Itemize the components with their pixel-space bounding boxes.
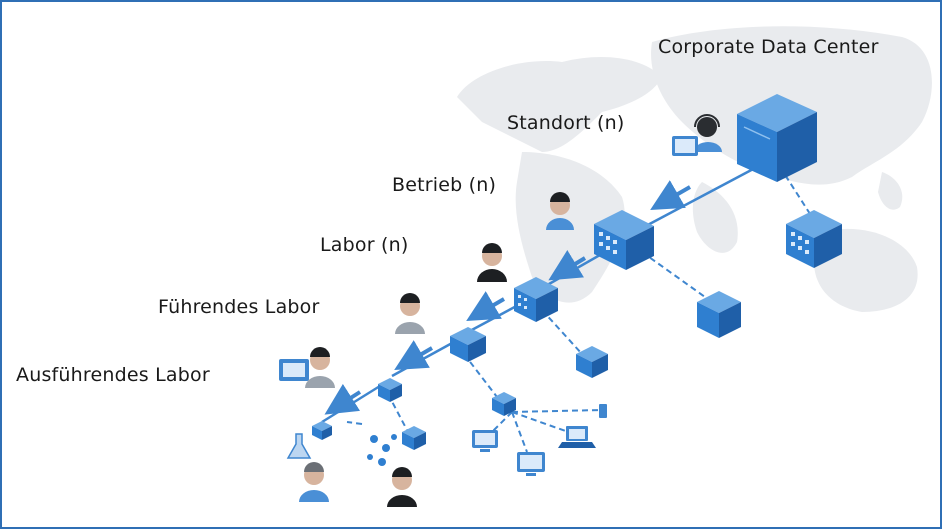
lab-building-icon xyxy=(514,277,558,322)
label-fuehrendes-labor: Führendes Labor xyxy=(158,296,320,318)
person-icon xyxy=(305,347,335,388)
arrow-ausfuehrendes-end xyxy=(324,383,362,415)
data-center-server-icon xyxy=(737,94,817,182)
label-betrieb: Betrieb (n) xyxy=(392,174,497,196)
label-ausfuehrendes-labor: Ausführendes Labor xyxy=(16,364,210,386)
flask-icon xyxy=(286,433,312,459)
lead-lab-building-icon xyxy=(450,327,486,362)
person-icon xyxy=(477,243,507,282)
lab-building-secondary-icon xyxy=(697,291,741,338)
arrow-betrieb-labor xyxy=(548,250,587,281)
site-building-icon xyxy=(594,210,654,270)
person-icon xyxy=(395,293,425,334)
laptop-icon xyxy=(558,426,596,448)
plant-building-icon xyxy=(786,210,842,268)
arrow-labor-fuehrendes xyxy=(466,291,506,322)
person-icon xyxy=(387,467,417,507)
device-hub-building-icon xyxy=(492,392,516,416)
world-map-background xyxy=(457,26,932,312)
person-icon xyxy=(546,192,574,230)
monitor-icon xyxy=(279,359,309,381)
analysis-building-icon xyxy=(402,426,426,450)
monitor-icon xyxy=(472,430,498,452)
tablet-icon xyxy=(599,404,607,418)
label-labor: Labor (n) xyxy=(320,234,409,256)
molecule-icon xyxy=(367,434,397,466)
headset-operator-icon xyxy=(672,114,722,156)
monitor-icon xyxy=(517,452,545,476)
arrow-standort-betrieb xyxy=(650,180,691,210)
flow-arrows xyxy=(324,180,691,415)
arrow-fuehrendes-ausfuehrendes xyxy=(394,340,434,371)
end-node-building-icon xyxy=(312,421,332,440)
person-icon xyxy=(299,462,329,502)
exec-lab-building-icon xyxy=(378,378,402,402)
label-standort: Standort (n) xyxy=(507,112,625,134)
sub-lab-building-icon xyxy=(576,346,608,378)
label-corporate-data-center: Corporate Data Center xyxy=(658,36,879,58)
dashed-links xyxy=(346,166,813,453)
